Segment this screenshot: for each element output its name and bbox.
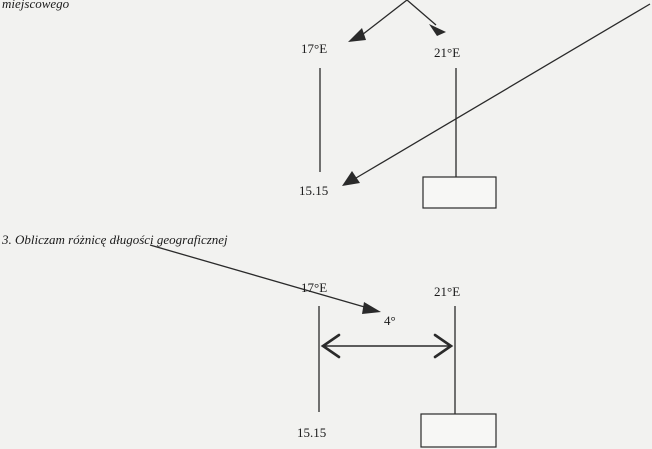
left-chevron [320, 333, 341, 359]
bottom-right-meridian-label: 21°E [434, 284, 460, 299]
difference-double-arrow [320, 333, 454, 359]
bottom-time-label: 15.15 [297, 425, 326, 440]
bottom-answer-box [420, 413, 497, 448]
arrowhead-to-time [342, 171, 360, 186]
heading-step-3: 3. Obliczam różnicę długości geograficzn… [1, 232, 228, 247]
arrowhead-to-21e [429, 24, 446, 36]
heading-fragment-miejscowego: miejscowego [2, 0, 70, 11]
top-right-meridian-label: 21°E [434, 45, 460, 60]
arrowhead-to-difference [362, 302, 381, 314]
arrowhead-to-17e [348, 28, 366, 42]
difference-label: 4° [384, 313, 396, 328]
top-diagonal-arrow [342, 3, 651, 186]
top-left-meridian-label: 17°E [301, 41, 327, 56]
bottom-left-meridian-label: 17°E [301, 280, 327, 295]
top-time-label: 15.15 [299, 183, 328, 198]
top-answer-box [422, 176, 497, 209]
top-split-arrow [348, 0, 446, 42]
right-chevron [433, 333, 454, 359]
bottom-diagonal-arrow [149, 244, 381, 314]
